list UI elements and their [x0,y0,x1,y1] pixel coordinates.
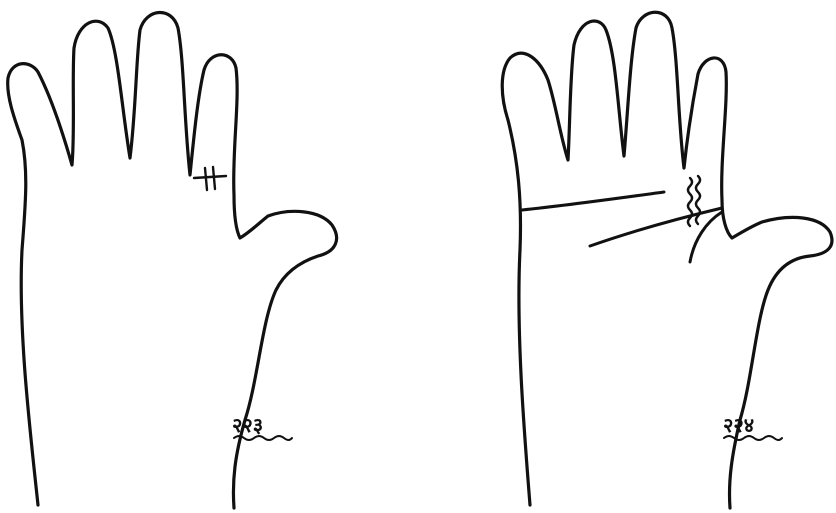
hand-outline-224 [502,12,832,508]
figure-number-224: २२४ [723,413,754,437]
hand-224: २२४ [502,12,832,508]
head-line-224 [522,192,664,210]
hand-outline-223 [8,12,337,508]
hand-223: २२३ [8,12,337,508]
figure-underline-223 [234,436,292,440]
cross-mark-223 [194,167,226,190]
figure-number-223: २२३ [232,413,263,437]
wavy-mark-224 [688,176,700,226]
figure-underline-224 [724,436,782,440]
lower-line-224 [590,208,722,246]
